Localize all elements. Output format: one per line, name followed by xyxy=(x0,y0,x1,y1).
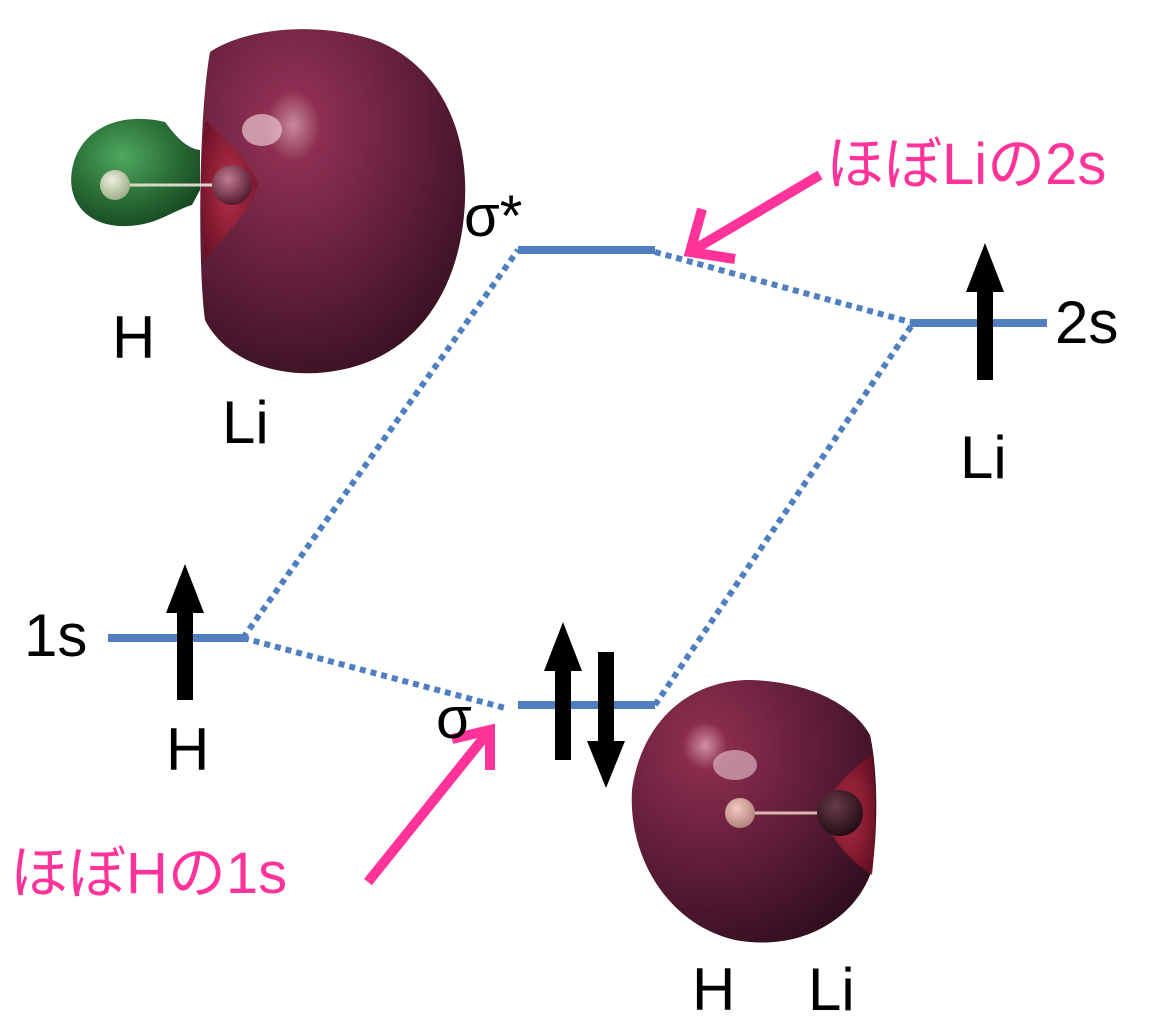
sigma-annotation: ほぼHの1s xyxy=(10,841,288,906)
sigma-label: σ xyxy=(436,686,472,751)
h-lobe xyxy=(71,118,201,227)
li2s-to-sigma xyxy=(652,323,915,707)
bottom-mo-li-label: Li xyxy=(808,956,855,1023)
arrow-up-icon xyxy=(544,622,582,760)
h1s-to-sigma xyxy=(242,635,506,711)
sigma-star-pointer-icon xyxy=(683,170,823,264)
highlight xyxy=(713,750,757,780)
sigma-star-annotation: ほぼLiの2s xyxy=(826,132,1107,197)
arrow-down-icon xyxy=(587,652,625,788)
annotation-arrows xyxy=(364,170,823,886)
bottom-mo-h-label: H xyxy=(692,956,736,1023)
li-2s-label: 2s xyxy=(1055,289,1119,356)
h-nucleus xyxy=(725,798,755,828)
li2s-to-sigma-star xyxy=(654,249,911,325)
correlation-lines xyxy=(240,248,915,711)
li-nucleus xyxy=(817,790,863,836)
sigma-star-label: σ* xyxy=(464,184,523,249)
top-mo-li-label: Li xyxy=(222,389,269,456)
h-nucleus xyxy=(100,170,130,200)
h-1s-label: 1s xyxy=(24,602,88,669)
li-nucleus xyxy=(212,165,252,205)
h1s-to-sigma-star xyxy=(240,248,521,640)
sigma-pointer-icon xyxy=(364,723,495,886)
sigma-orbital-picture xyxy=(631,680,877,943)
arrow-up-icon xyxy=(166,564,204,700)
arrow-up-icon xyxy=(966,243,1004,380)
li-atom-label: Li xyxy=(960,424,1007,491)
sigma-star-orbital-picture xyxy=(71,29,466,374)
electrons xyxy=(166,243,1004,788)
top-mo-h-label: H xyxy=(112,304,156,371)
h-atom-label: H xyxy=(166,716,210,783)
highlight xyxy=(242,114,282,146)
